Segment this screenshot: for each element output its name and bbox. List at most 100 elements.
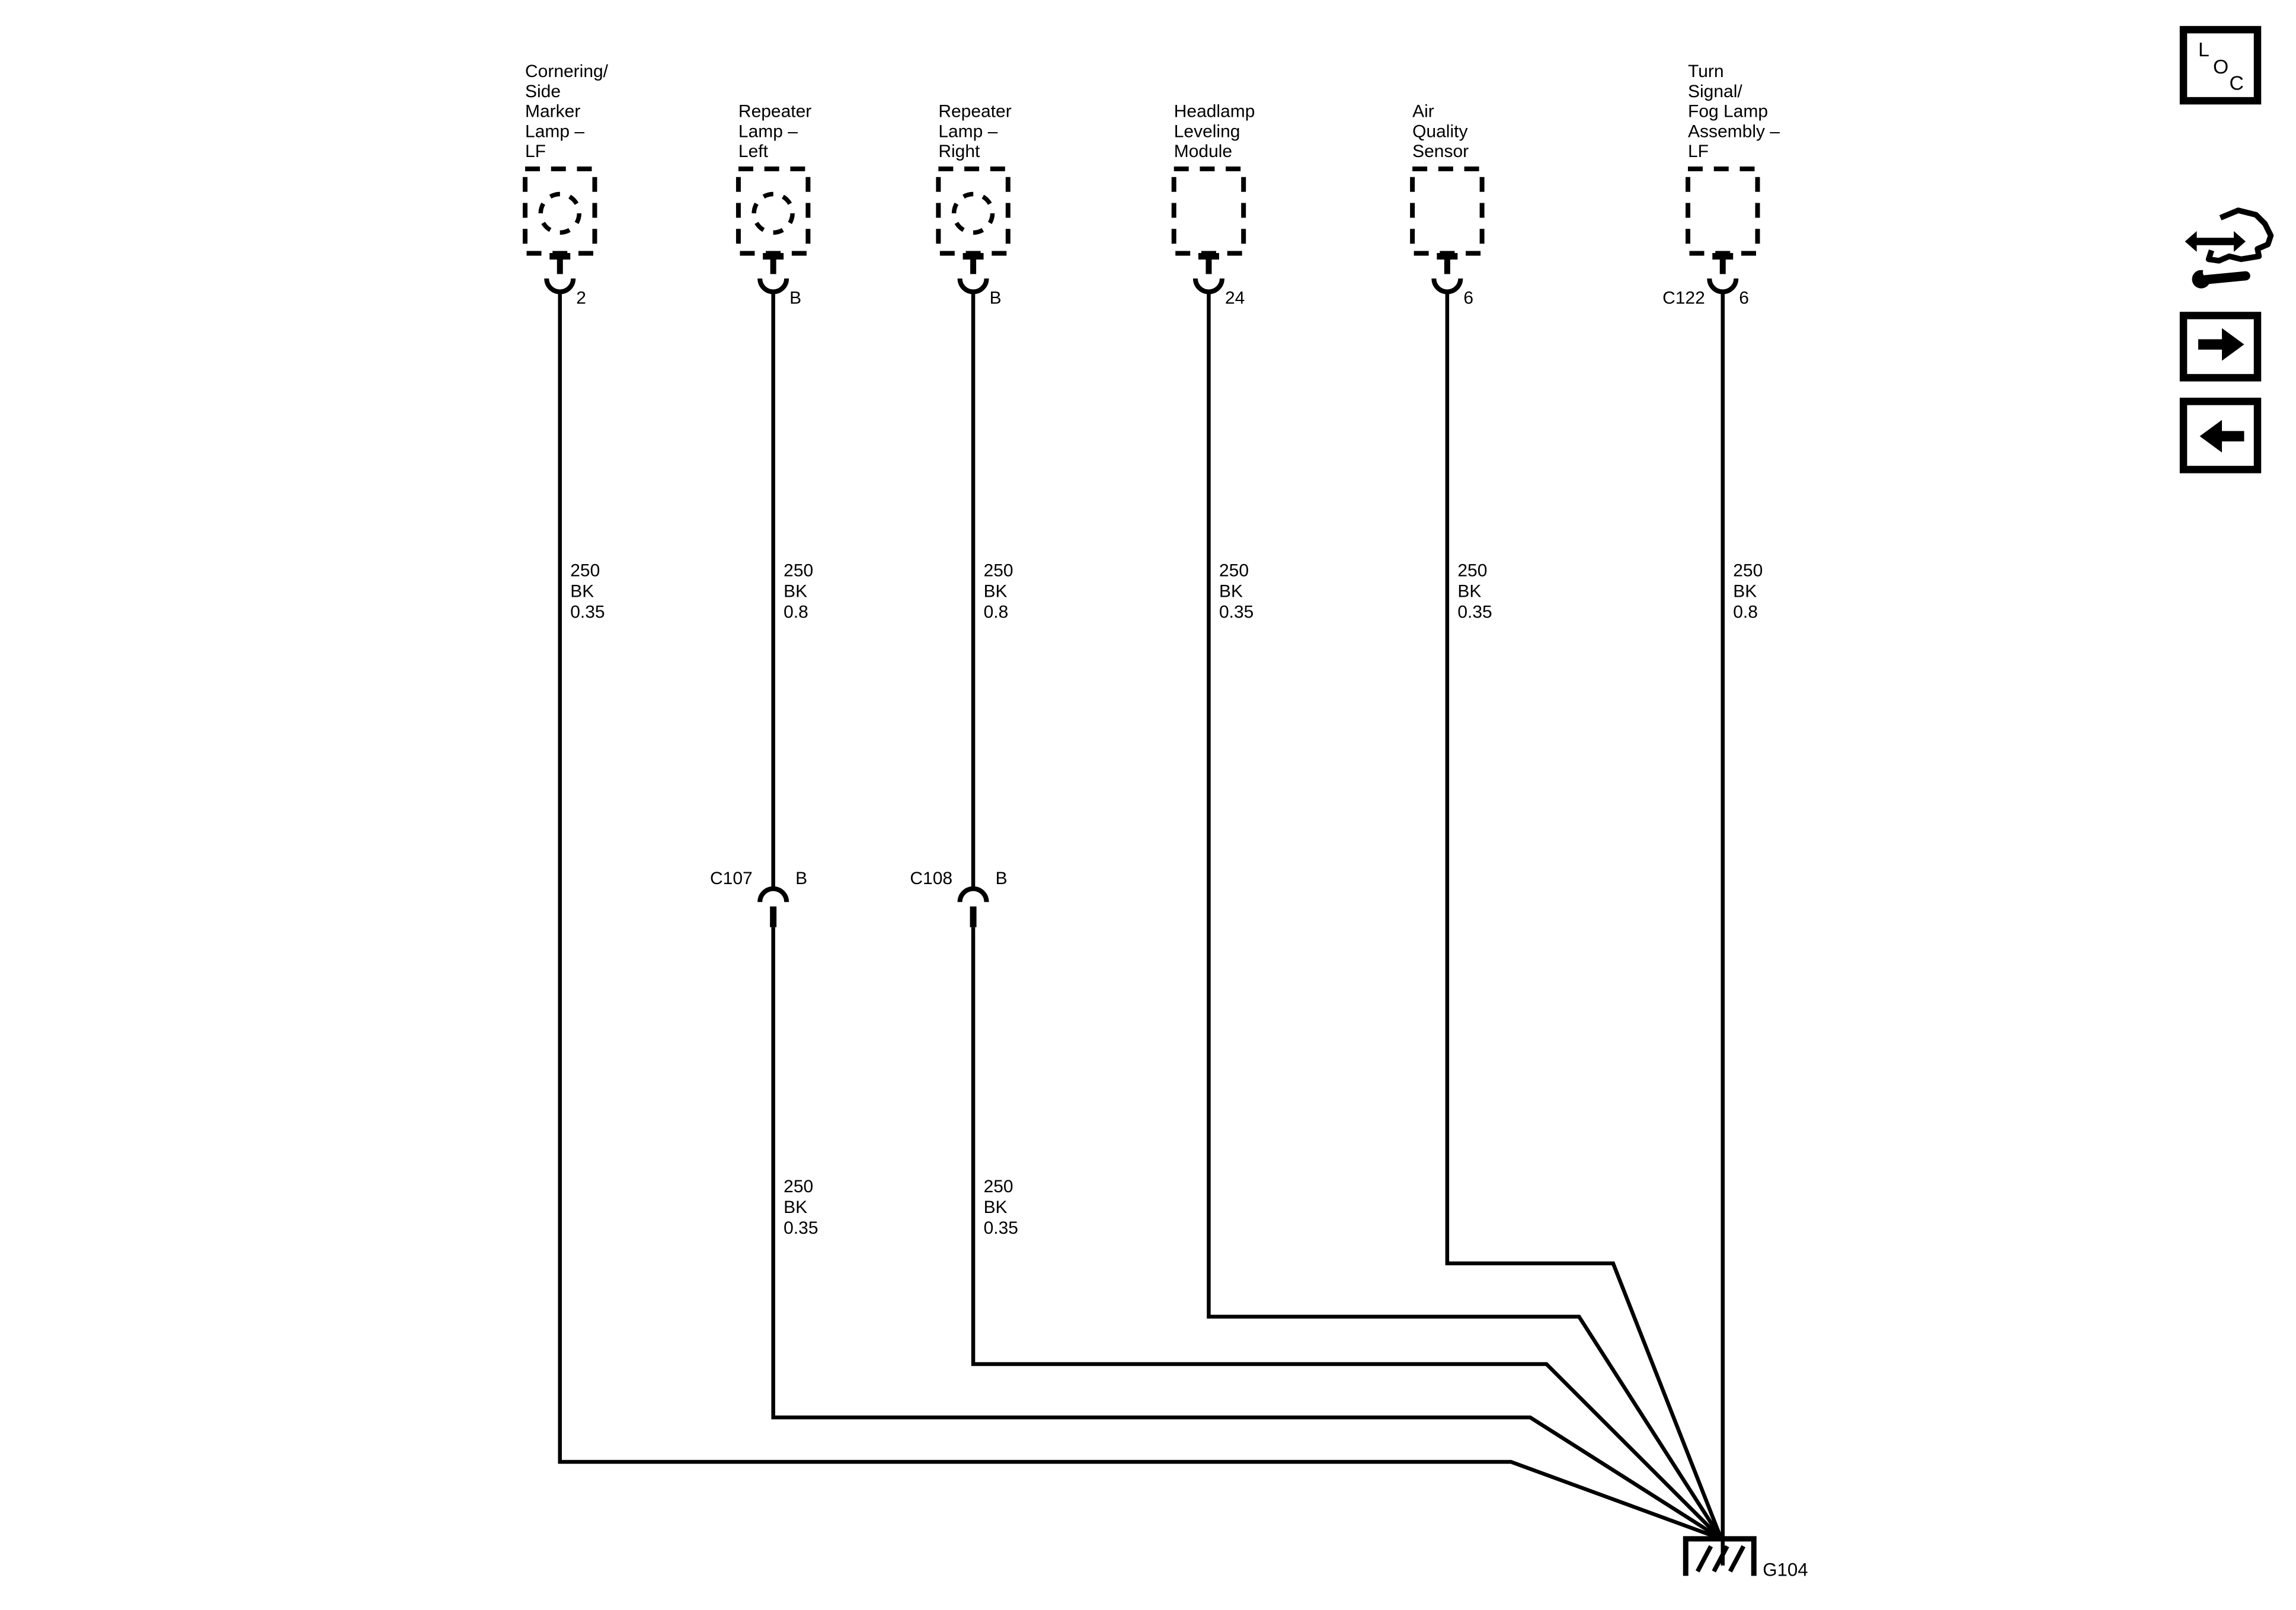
inline-socket-icon xyxy=(757,886,789,902)
pin-socket-icon xyxy=(1192,278,1224,295)
connector-label: C122 xyxy=(1662,288,1705,308)
wire-color: BK xyxy=(1457,581,1481,601)
component-label: Right xyxy=(938,142,980,161)
ground-hatch xyxy=(1695,1545,1713,1573)
component-label: Turn xyxy=(1688,62,1724,81)
component-cornering-side-marker-lamp-lf: Cornering/ Side Marker Lamp – LF 2 250 B… xyxy=(523,62,1722,1541)
component-repeater-lamp-right: Repeater Lamp – Right B 250 BK 0.8 C108 … xyxy=(910,102,1723,1541)
wire-size: 0.35 xyxy=(784,1218,818,1238)
left-arrow-icon xyxy=(2199,420,2223,453)
component-turn-signal-fog-lamp-assembly-lf: Turn Signal/ Fog Lamp Assembly – LF C122… xyxy=(1662,62,1780,1566)
pin-label: 2 xyxy=(576,288,586,308)
component-label: Leveling xyxy=(1174,121,1240,141)
wire-circuit: 250 xyxy=(1457,561,1487,580)
wire-circuit: 250 xyxy=(1733,561,1763,580)
pin-terminal-icon xyxy=(1205,253,1212,274)
pin-terminal-icon xyxy=(770,253,776,274)
wire-size: 0.35 xyxy=(984,1218,1018,1238)
wire xyxy=(771,927,1722,1541)
loc-letter-o: O xyxy=(2213,56,2228,78)
component-box xyxy=(936,167,1011,256)
pin-label: 24 xyxy=(1225,288,1245,308)
component-label: LF xyxy=(1688,142,1709,161)
component-headlamp-leveling-module: Headlamp Leveling Module 24 250 BK 0.35 xyxy=(1171,102,1723,1540)
wire xyxy=(971,927,1723,1541)
wire-size: 0.8 xyxy=(984,602,1009,622)
inline-connector-c107: C107 B xyxy=(710,869,807,927)
ground-g104: G104 xyxy=(1683,1536,1808,1580)
inline-connector-label: C108 xyxy=(910,869,952,888)
component-label: Marker xyxy=(525,102,580,121)
pin-socket-icon xyxy=(757,278,789,295)
component-label: Lamp – xyxy=(738,121,798,141)
pin-socket-icon xyxy=(544,278,576,295)
component-label: Repeater xyxy=(938,102,1011,121)
component-label: Air xyxy=(1412,102,1434,121)
component-label: Left xyxy=(738,142,769,161)
wire xyxy=(558,292,1722,1541)
ground-hatch xyxy=(1712,1545,1729,1573)
pin-terminal-icon xyxy=(970,253,977,274)
pin-label: 6 xyxy=(1463,288,1473,308)
previous-page-arrow-button[interactable] xyxy=(2179,398,2262,473)
component-label: Fog Lamp xyxy=(1688,102,1768,121)
wire-color: BK xyxy=(570,581,594,601)
lamp-icon xyxy=(951,191,995,235)
wire-color: BK xyxy=(1219,581,1243,601)
pin-socket-icon xyxy=(1707,278,1739,295)
component-label: Cornering/ xyxy=(525,62,609,81)
wire-circuit: 250 xyxy=(1219,561,1249,580)
wire-circuit: 250 xyxy=(984,1177,1013,1196)
harness-diagnostic-icon[interactable] xyxy=(2185,207,2274,289)
component-label: Assembly – xyxy=(1688,121,1780,141)
component-box xyxy=(523,167,597,256)
ground-label: G104 xyxy=(1763,1559,1808,1580)
wire-circuit: 250 xyxy=(570,561,600,580)
component-air-quality-sensor: Air Quality Sensor 6 250 BK 0.35 xyxy=(1410,102,1723,1540)
component-box xyxy=(1410,167,1485,256)
component-label: Module xyxy=(1174,142,1232,161)
wire-size: 0.35 xyxy=(1457,602,1492,622)
previous-page-box[interactable] xyxy=(2179,398,2262,473)
inline-pin-label: B xyxy=(795,869,807,888)
pin-label: B xyxy=(789,288,801,308)
wire-size: 0.35 xyxy=(570,602,605,622)
wire-size: 0.35 xyxy=(1219,602,1253,622)
component-label: Signal/ xyxy=(1688,82,1742,101)
wire-color: BK xyxy=(784,1198,807,1217)
component-label: Lamp – xyxy=(525,121,584,141)
pin-label: B xyxy=(990,288,1002,308)
inline-pin-icon xyxy=(770,906,777,927)
pin-terminal-icon xyxy=(557,253,563,274)
inline-connector-c108: C108 B xyxy=(910,869,1008,927)
component-label: Repeater xyxy=(738,102,811,121)
loc-letter-l: L xyxy=(2198,39,2209,61)
loc-box[interactable] xyxy=(2179,25,2262,105)
ground-icon xyxy=(1683,1536,1757,1576)
wire-circuit: 250 xyxy=(984,561,1013,580)
wire-color: BK xyxy=(984,1198,1008,1217)
component-box xyxy=(1686,167,1760,256)
wire xyxy=(1207,292,1723,1540)
component-label: Quality xyxy=(1412,121,1467,141)
component-label: Side xyxy=(525,82,561,101)
component-label: LF xyxy=(525,142,546,161)
component-label: Sensor xyxy=(1412,142,1469,161)
pin-terminal-icon xyxy=(1444,253,1450,274)
pin-label: 6 xyxy=(1739,288,1749,308)
wire-color: BK xyxy=(784,581,807,601)
pin-terminal-icon xyxy=(1719,253,1726,274)
loc-indicator[interactable]: L O C xyxy=(2179,25,2262,105)
inline-connector-label: C107 xyxy=(710,869,753,888)
next-page-arrow-button[interactable] xyxy=(2179,312,2262,382)
pin-socket-icon xyxy=(1431,278,1463,295)
wire-circuit: 250 xyxy=(784,1177,813,1196)
arrow-left-head xyxy=(2185,231,2197,252)
pin-socket-icon xyxy=(957,278,989,295)
right-arrow-icon xyxy=(2222,328,2244,361)
component-label: Lamp – xyxy=(938,121,997,141)
wire-size: 0.8 xyxy=(1733,602,1758,622)
next-page-box[interactable] xyxy=(2179,312,2262,382)
harness-outline xyxy=(2205,207,2274,264)
